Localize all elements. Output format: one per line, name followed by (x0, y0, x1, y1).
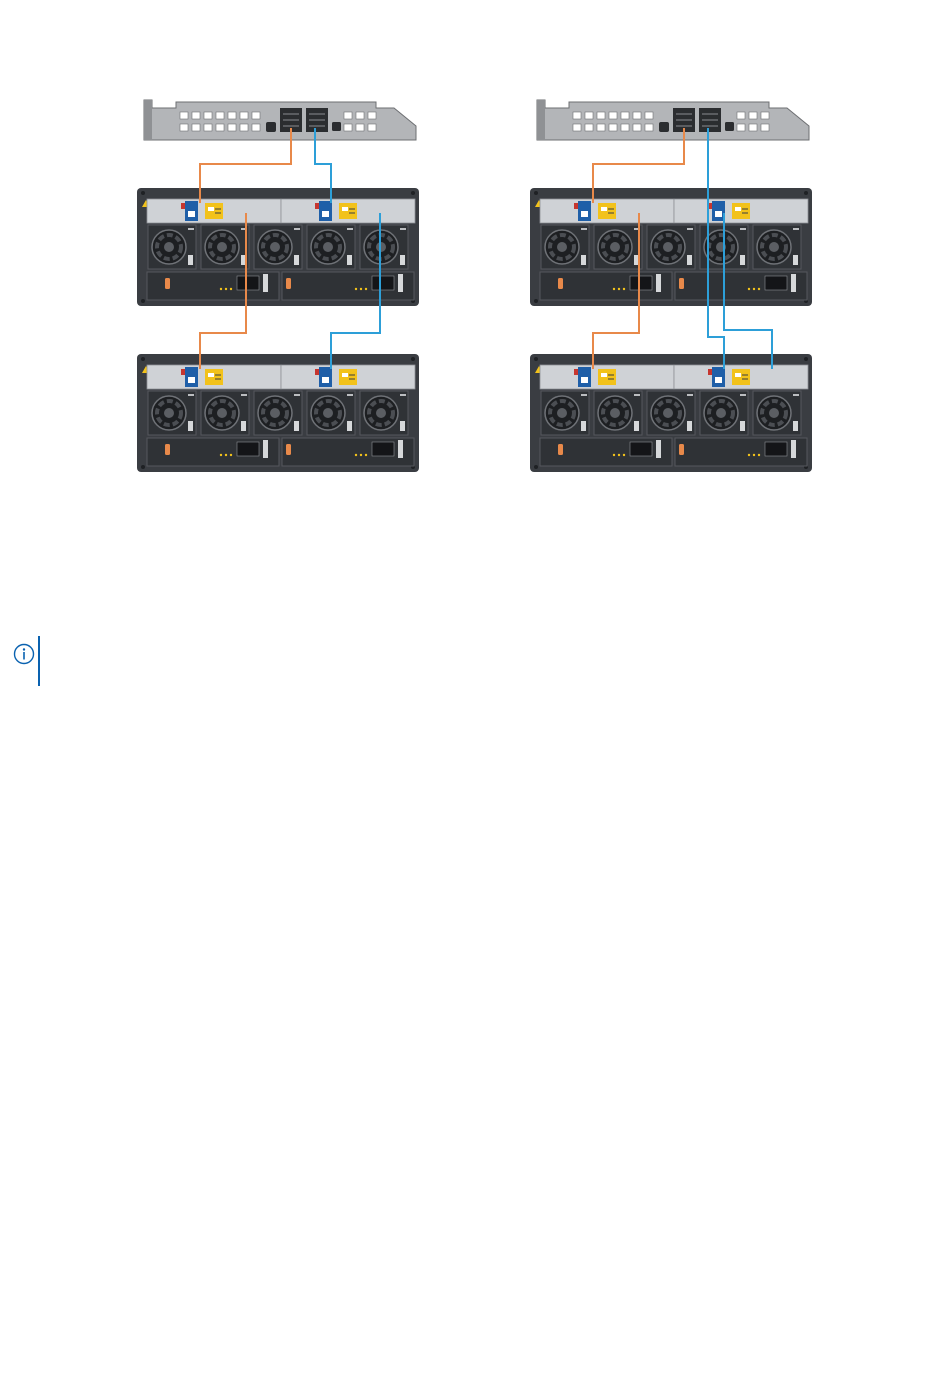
hba-card-right (537, 100, 809, 140)
enclosure-right-bottom (530, 354, 812, 472)
hba-card-left (144, 100, 416, 140)
left-panel (137, 100, 419, 472)
right-panel (530, 100, 812, 472)
enclosure-right-top (530, 188, 812, 306)
enclosure-left-top (137, 188, 419, 306)
note-accent-bar (38, 636, 40, 686)
info-icon (13, 643, 35, 665)
enclosure-left-bottom (137, 354, 419, 472)
